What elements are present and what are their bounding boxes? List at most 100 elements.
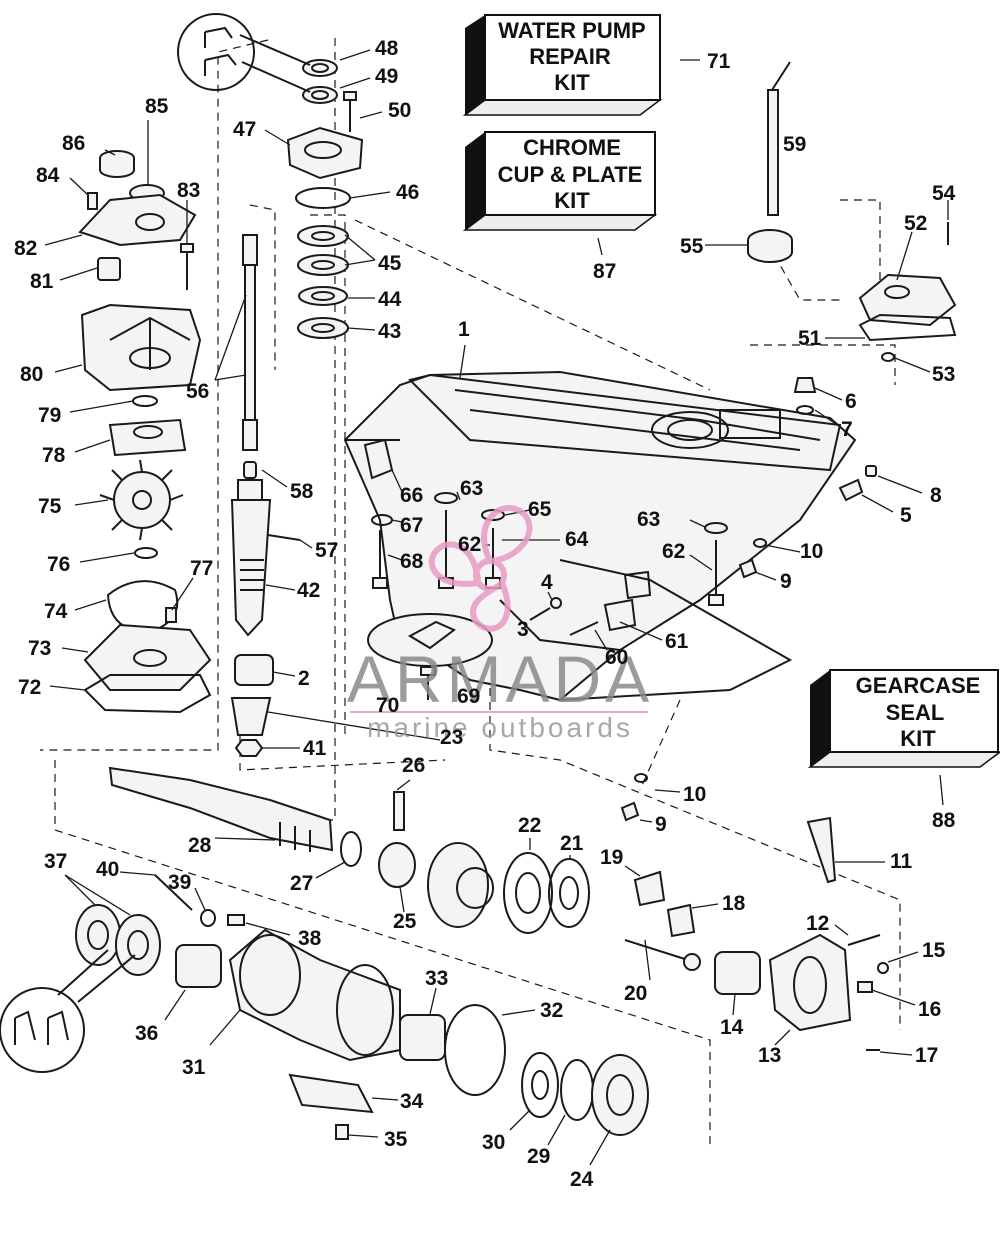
callout-42: 42 bbox=[297, 579, 320, 602]
callout-87: 87 bbox=[593, 260, 616, 283]
armada-watermark: ARMADA marine outboards bbox=[347, 505, 653, 743]
callout-73: 73 bbox=[28, 637, 51, 660]
driveshaft-components bbox=[230, 59, 364, 757]
propshaft-components bbox=[75, 766, 889, 1140]
callout-72: 72 bbox=[18, 676, 41, 699]
callout-5: 5 bbox=[900, 504, 912, 527]
callout-81: 81 bbox=[30, 270, 54, 293]
callout-30: 30 bbox=[482, 1131, 505, 1154]
callout-59: 59 bbox=[783, 133, 806, 156]
callout-1: 1 bbox=[458, 318, 470, 341]
callout-52: 52 bbox=[904, 212, 927, 235]
callout-67: 67 bbox=[400, 514, 423, 537]
callout-75: 75 bbox=[38, 495, 62, 518]
callout-31: 31 bbox=[182, 1056, 206, 1079]
callout-10: 10 bbox=[800, 540, 823, 563]
propeller-logo-icon bbox=[428, 505, 533, 632]
leader-lines bbox=[44, 49, 949, 1166]
kit-label-line: REPAIR bbox=[529, 44, 611, 69]
callout-88: 88 bbox=[932, 809, 956, 832]
callout-84: 84 bbox=[36, 164, 60, 187]
kit-label-line: CUP & PLATE bbox=[498, 162, 643, 187]
callout-43: 43 bbox=[378, 320, 401, 343]
callout-8: 8 bbox=[930, 484, 942, 507]
kit-label-line: KIT bbox=[900, 726, 936, 751]
callout-53: 53 bbox=[932, 363, 955, 386]
callout-54: 54 bbox=[932, 182, 956, 205]
callout-18: 18 bbox=[722, 892, 746, 915]
callout-12: 12 bbox=[806, 912, 829, 935]
callout-21: 21 bbox=[560, 832, 584, 855]
callout-48: 48 bbox=[375, 37, 399, 60]
callout-63: 63 bbox=[637, 508, 660, 531]
callout-70: 70 bbox=[376, 694, 399, 717]
callout-85: 85 bbox=[145, 95, 169, 118]
callout-19: 19 bbox=[600, 846, 623, 869]
housing-fasteners bbox=[363, 438, 767, 822]
callout-24: 24 bbox=[570, 1168, 594, 1191]
callout-51: 51 bbox=[798, 327, 822, 350]
watermark-brand: ARMADA bbox=[347, 642, 653, 716]
callout-28: 28 bbox=[188, 834, 212, 857]
callout-17: 17 bbox=[915, 1044, 938, 1067]
callout-23: 23 bbox=[440, 726, 463, 749]
callout-66: 66 bbox=[400, 484, 423, 507]
callout-34: 34 bbox=[400, 1090, 424, 1113]
callout-27: 27 bbox=[290, 872, 313, 895]
callout-11: 11 bbox=[890, 850, 913, 873]
callout-9: 9 bbox=[780, 570, 792, 593]
callout-56: 56 bbox=[186, 380, 209, 403]
callout-69: 69 bbox=[457, 685, 480, 708]
callout-78: 78 bbox=[42, 444, 66, 467]
callout-58: 58 bbox=[290, 480, 314, 503]
callout-14: 14 bbox=[720, 1016, 744, 1039]
callout-25: 25 bbox=[393, 910, 417, 933]
kit-label-line: GEARCASE bbox=[856, 673, 981, 698]
callout-64: 64 bbox=[565, 528, 589, 551]
callout-55: 55 bbox=[680, 235, 704, 258]
callout-50: 50 bbox=[388, 99, 411, 122]
callout-76: 76 bbox=[47, 553, 70, 576]
kit-label-line: WATER PUMP bbox=[498, 18, 645, 43]
callout-9: 9 bbox=[655, 813, 667, 836]
callout-22: 22 bbox=[518, 814, 541, 837]
callout-65: 65 bbox=[528, 498, 552, 521]
callout-35: 35 bbox=[384, 1128, 408, 1151]
callout-33: 33 bbox=[425, 967, 448, 990]
callout-38: 38 bbox=[298, 927, 322, 950]
callout-13: 13 bbox=[758, 1044, 781, 1067]
callout-49: 49 bbox=[375, 65, 398, 88]
callout-26: 26 bbox=[402, 754, 425, 777]
callout-60: 60 bbox=[605, 646, 628, 669]
callout-62: 62 bbox=[662, 540, 685, 563]
callout-83: 83 bbox=[177, 179, 200, 202]
callout-63: 63 bbox=[460, 477, 483, 500]
callout-36: 36 bbox=[135, 1022, 158, 1045]
shift-rod-components bbox=[747, 61, 957, 502]
callout-46: 46 bbox=[396, 181, 419, 204]
callout-86: 86 bbox=[62, 132, 85, 155]
callout-29: 29 bbox=[527, 1145, 550, 1168]
kit-label-line: KIT bbox=[554, 70, 590, 95]
seal-detail-callouts bbox=[0, 13, 311, 1073]
kit-box-gearcase-seal: GEARCASE SEAL KIT bbox=[807, 669, 1000, 768]
callout-39: 39 bbox=[168, 871, 191, 894]
kit-box-water-pump: WATER PUMP REPAIR KIT bbox=[462, 14, 663, 116]
kit-label-line: SEAL bbox=[886, 700, 945, 725]
callout-16: 16 bbox=[918, 998, 941, 1021]
callout-45: 45 bbox=[378, 252, 402, 275]
kit-label-line: CHROME bbox=[523, 135, 621, 160]
callout-57: 57 bbox=[315, 539, 338, 562]
callout-82: 82 bbox=[14, 237, 37, 260]
callout-15: 15 bbox=[922, 939, 946, 962]
callout-numbers: 48 49 50 47 46 45 44 43 86 85 84 83 82 8… bbox=[14, 37, 956, 1191]
callout-37: 37 bbox=[44, 850, 67, 873]
kit-box-chrome-cup: CHROME CUP & PLATE KIT bbox=[462, 131, 658, 231]
callout-62: 62 bbox=[458, 533, 481, 556]
callout-41: 41 bbox=[303, 737, 327, 760]
callout-20: 20 bbox=[624, 982, 647, 1005]
callout-68: 68 bbox=[400, 550, 424, 573]
callout-4: 4 bbox=[541, 571, 553, 594]
callout-77: 77 bbox=[190, 557, 213, 580]
